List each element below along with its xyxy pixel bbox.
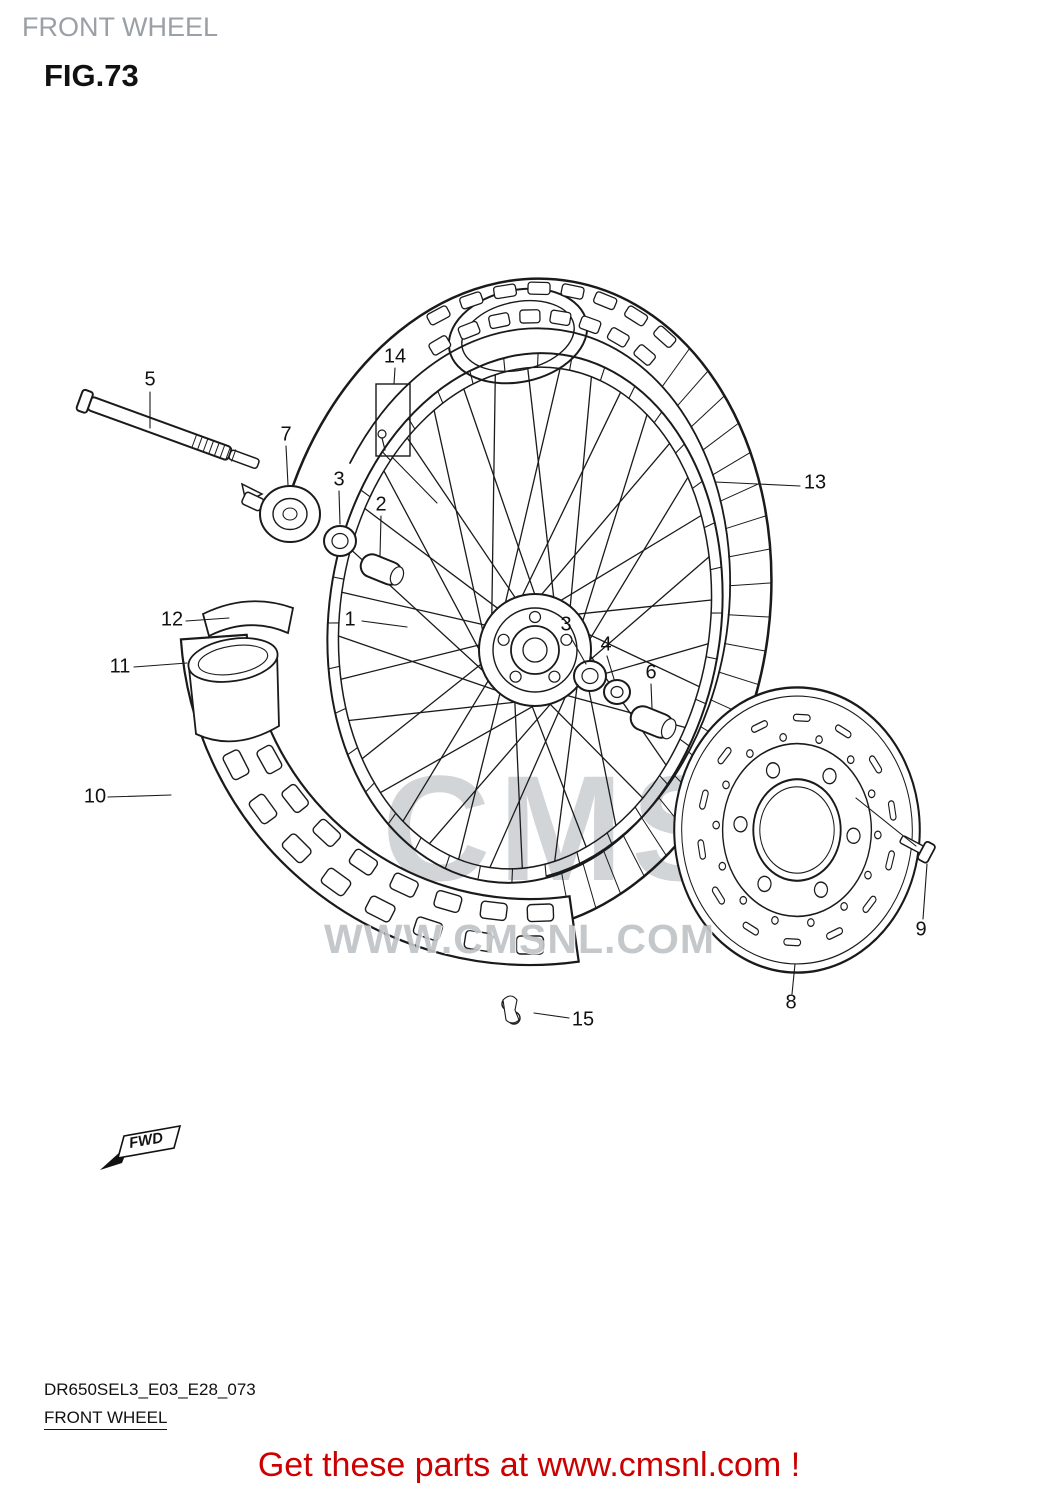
tread-knobs-top	[426, 281, 677, 366]
axle	[75, 388, 260, 469]
bearing-right	[573, 660, 607, 692]
disc-slots	[697, 713, 897, 947]
spacer-right	[629, 705, 677, 740]
spokes	[337, 367, 713, 869]
disc-bolt-holes	[733, 762, 861, 898]
rim-outer	[326, 352, 724, 884]
fwd-mark: FWD	[100, 1124, 182, 1170]
wheel	[326, 352, 724, 884]
footer-title: FRONT WHEEL	[44, 1408, 168, 1430]
inner-tube	[187, 637, 280, 743]
seal-right	[603, 679, 631, 705]
brake-disc	[673, 686, 921, 974]
tread-knobs-bottom	[203, 657, 555, 955]
disc-bolt	[899, 835, 936, 864]
spoke-set-box	[375, 383, 411, 457]
page-header: FRONT WHEEL	[22, 12, 219, 42]
cmsnl-banner-link[interactable]: Get these parts at www.cmsnl.com !	[257, 1446, 801, 1484]
axle-threads	[191, 434, 237, 462]
spacer-left	[359, 553, 405, 586]
bearing-left	[323, 525, 357, 557]
watermark-url: WWW.CMSNL.COM	[324, 916, 716, 962]
figure-number: FIG.73	[44, 58, 139, 93]
footer-code: DR650SEL3_E03_E28_073	[44, 1380, 256, 1399]
hub	[478, 593, 592, 707]
fwd-label: FWD	[128, 1129, 165, 1152]
speedometer-drive	[240, 482, 321, 543]
rim-strip	[201, 600, 295, 638]
leader-lines	[107, 367, 928, 1019]
clip	[501, 995, 521, 1025]
